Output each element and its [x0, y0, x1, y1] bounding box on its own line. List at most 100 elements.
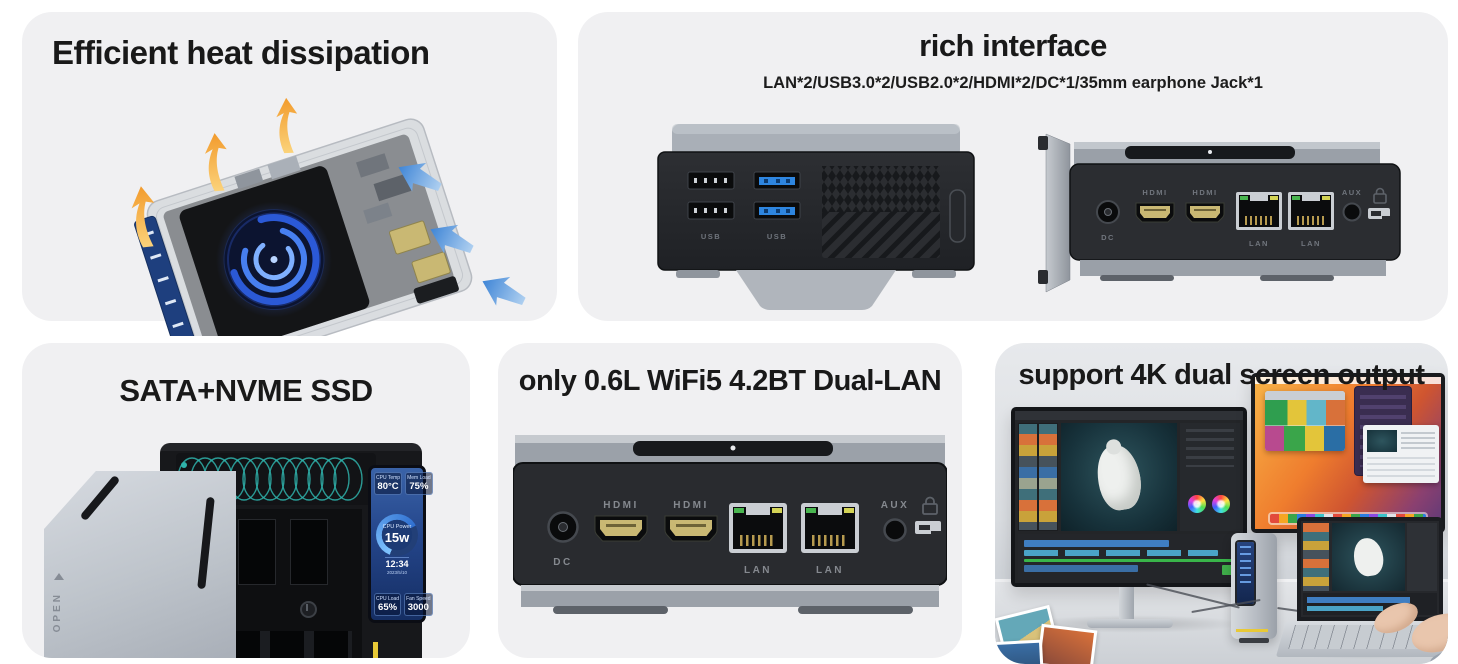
laptop-screen — [1297, 517, 1443, 621]
heat-dissipation-illustration — [129, 97, 531, 336]
lan-led-yellow — [844, 508, 854, 513]
interface-subtitle: LAN*2/USB3.0*2/USB2.0*2/HDMI*2/DC*1/35mm… — [763, 74, 1263, 92]
chat-window — [1363, 425, 1439, 483]
lan-port — [1236, 192, 1282, 230]
timeline-track — [1024, 550, 1218, 556]
hdmi-port-label: HDMI — [1192, 188, 1217, 197]
monitor-right — [1251, 373, 1445, 533]
video-editor-ui — [1015, 411, 1243, 583]
size-title: only 0.6L WiFi5 4.2BT Dual-LAN — [518, 365, 942, 397]
usb2-port — [687, 201, 735, 220]
lan-port — [729, 503, 787, 553]
cpu-power-gauge: CPU Power 15w 12:34 2023/5/10 — [374, 498, 420, 589]
photos-window — [1265, 391, 1345, 451]
power-button — [949, 189, 966, 243]
vent-slot — [79, 474, 121, 522]
mini-pc-transparent-view — [134, 118, 473, 336]
fan-speed-tile: Fan Speed 3000 — [404, 592, 433, 616]
lan-led-green — [1292, 196, 1300, 200]
lan-port-label: LAN — [816, 565, 844, 576]
aux-jack — [1342, 202, 1362, 222]
power-ring: CPU Power 15w — [376, 513, 418, 556]
media-thumbnails — [1018, 423, 1058, 531]
lan-led-yellow — [1322, 196, 1330, 200]
photo-image — [995, 642, 1041, 664]
cpu-temp-label: CPU Temp — [376, 475, 401, 481]
heat-title: Efficient heat dissipation — [52, 34, 430, 71]
screw-icon — [300, 601, 317, 618]
aux-port-label: AUX — [1342, 188, 1362, 197]
monitor-left — [1011, 407, 1247, 587]
timeline-track — [1024, 565, 1138, 572]
editor-side-panel — [1407, 523, 1437, 591]
hdmi-connector — [411, 251, 451, 284]
usb-port-label: USB — [701, 232, 721, 241]
video-preview — [1061, 423, 1177, 531]
mini-pc-front-view: USB USB — [657, 124, 975, 310]
hdmi-port — [1185, 202, 1225, 223]
card-heat-dissipation: Efficient heat dissipation — [22, 12, 557, 336]
ssd-slot — [290, 519, 328, 585]
aux-port-label: AUX — [881, 500, 910, 511]
mount-bracket-bottom — [736, 270, 896, 310]
display-title: support 4K dual screen output — [1018, 359, 1425, 391]
panel-controls — [1186, 429, 1234, 467]
desk-photo — [1036, 623, 1098, 664]
lock-icon — [922, 496, 938, 515]
lan-port-label: LAN — [1301, 239, 1321, 248]
timeline-track — [1024, 540, 1169, 547]
video-preview — [1332, 523, 1405, 591]
mini-pc-rear-view: DC HDMI HDMI — [1038, 133, 1401, 293]
usb2-port — [687, 171, 735, 190]
color-wheel-icon — [1188, 495, 1206, 513]
lan-led-green — [1240, 196, 1248, 200]
fan-spiral-icon — [223, 209, 325, 311]
open-arrow-icon — [54, 573, 64, 580]
open-case-illustration: CPU Temp 80°C Mem Load 75% CPU Power 15w… — [22, 343, 470, 658]
accent-stripe — [373, 642, 378, 658]
usb3-port — [753, 171, 801, 190]
kensington-slot — [915, 521, 943, 535]
lan-port-label: LAN — [744, 565, 772, 576]
card-rich-interface: rich interface LAN*2/USB3.0*2/USB2.0*2/H… — [578, 12, 1448, 321]
fan-speed-label: Fan Speed — [406, 595, 431, 602]
hdmi-port — [594, 515, 648, 542]
desktop-wallpaper — [1255, 377, 1441, 529]
mini-pc-screen — [1237, 542, 1254, 604]
status-screen: CPU Temp 80°C Mem Load 75% CPU Power 15w… — [368, 465, 433, 623]
vent-slot — [197, 496, 215, 590]
power-value: 15w — [384, 530, 410, 545]
clock-time: 12:34 — [385, 556, 409, 569]
desk-photo — [995, 639, 1045, 664]
hdmi-connector — [389, 220, 431, 255]
lan-led-yellow — [1270, 196, 1278, 200]
lan-led-yellow — [772, 508, 782, 513]
lan-led-green — [734, 508, 744, 513]
vesa-bracket — [1045, 133, 1071, 293]
lock-icon — [1373, 187, 1387, 204]
photo-grid — [1265, 400, 1345, 451]
editor-side-panel — [1180, 423, 1240, 531]
menu-bar — [1255, 377, 1441, 384]
lan-led-green — [806, 508, 816, 513]
case-cover: OPEN — [44, 471, 236, 658]
open-label: OPEN — [52, 591, 63, 632]
usb3-port — [753, 201, 801, 220]
text-lines — [1401, 432, 1435, 450]
video-thumb — [1367, 430, 1397, 452]
editor-toolbar — [1015, 411, 1243, 420]
mem-load-value: 75% — [409, 481, 429, 492]
media-thumbnails — [1303, 523, 1329, 591]
clock-date: 2023/5/10 — [386, 569, 408, 575]
cpu-temp-value: 80°C — [377, 481, 399, 492]
cpu-temp-tile: CPU Temp 80°C — [374, 472, 403, 496]
aux-jack — [883, 518, 907, 542]
timeline-track — [1024, 559, 1234, 562]
hdmi-port — [1135, 202, 1175, 223]
monitor-stand — [1119, 587, 1134, 621]
ssd-title: SATA+NVME SSD — [119, 373, 373, 408]
photo-image — [1039, 627, 1095, 664]
white-jacket-subject — [1093, 441, 1145, 513]
hdmi-port-label: HDMI — [673, 500, 709, 511]
dc-port-label: DC — [553, 557, 572, 568]
